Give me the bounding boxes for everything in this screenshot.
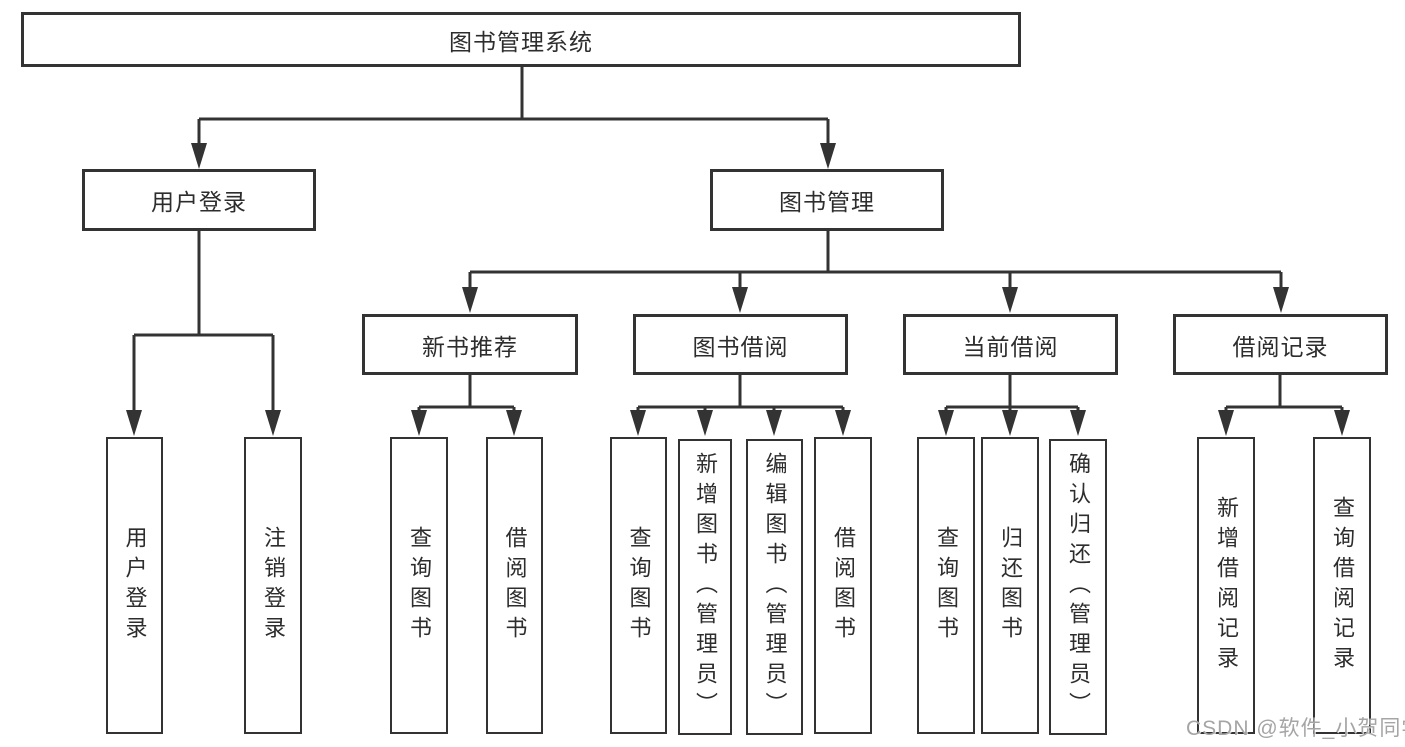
leaf-borrow-add-admin: 新增图书（管理员） xyxy=(678,439,732,735)
leaf-return-book: 归还图书 xyxy=(981,437,1039,734)
node-new-book-recommend: 新书推荐 xyxy=(362,314,578,375)
leaf-borrow-book: 借阅图书 xyxy=(814,437,872,734)
leaf-borrow-query: 查询图书 xyxy=(610,437,667,734)
leaf-borrow-edit-admin-label: 编辑图书（管理员） xyxy=(762,452,788,722)
leaf-newbook-borrow-label: 借阅图书 xyxy=(502,525,528,646)
leaf-return-book-label: 归还图书 xyxy=(998,525,1023,646)
node-borrow-records: 借阅记录 xyxy=(1173,314,1388,375)
leaf-borrow-edit-admin: 编辑图书（管理员） xyxy=(746,439,803,735)
leaf-logout: 注销登录 xyxy=(244,437,302,734)
leaf-confirm-return-admin: 确认归还（管理员） xyxy=(1049,439,1107,735)
leaf-add-borrow-record: 新增借阅记录 xyxy=(1197,437,1255,734)
arrowheads xyxy=(126,143,1350,436)
node-book-borrow: 图书借阅 xyxy=(633,314,848,375)
leaf-logout-label: 注销登录 xyxy=(261,525,286,646)
node-root-label: 图书管理系统 xyxy=(449,28,593,55)
node-user-login-label: 用户登录 xyxy=(151,189,247,215)
node-root: 图书管理系统 xyxy=(21,12,1021,67)
node-book-management-label: 图书管理 xyxy=(779,189,875,215)
node-new-book-recommend-label: 新书推荐 xyxy=(422,333,518,360)
leaf-user-login: 用户登录 xyxy=(106,437,163,734)
node-borrow-records-label: 借阅记录 xyxy=(1232,333,1329,360)
leaf-add-borrow-record-label: 新增借阅记录 xyxy=(1214,495,1239,676)
node-current-borrow-label: 当前借阅 xyxy=(962,333,1059,360)
leaf-borrow-add-admin-label: 新增图书（管理员） xyxy=(693,452,718,722)
leaf-query-borrow-record: 查询借阅记录 xyxy=(1313,437,1371,734)
csdn-watermark: CSDN @软件_小贺同学 xyxy=(1186,717,1405,740)
node-current-borrow: 当前借阅 xyxy=(903,314,1118,375)
leaf-borrow-query-label: 查询图书 xyxy=(626,525,652,646)
node-book-borrow-label: 图书借阅 xyxy=(692,333,789,360)
leaf-current-query: 查询图书 xyxy=(917,437,975,734)
leaf-newbook-query: 查询图书 xyxy=(390,437,448,734)
leaf-newbook-query-label: 查询图书 xyxy=(407,525,432,646)
node-book-management: 图书管理 xyxy=(710,169,944,231)
leaf-query-borrow-record-label: 查询借阅记录 xyxy=(1330,495,1355,676)
leaf-current-query-label: 查询图书 xyxy=(934,525,959,646)
leaf-user-login-label: 用户登录 xyxy=(122,525,148,646)
leaf-confirm-return-admin-label: 确认归还（管理员） xyxy=(1066,452,1091,722)
leaf-newbook-borrow: 借阅图书 xyxy=(486,437,543,734)
node-user-login: 用户登录 xyxy=(82,169,316,231)
leaf-borrow-book-label: 借阅图书 xyxy=(831,525,856,646)
